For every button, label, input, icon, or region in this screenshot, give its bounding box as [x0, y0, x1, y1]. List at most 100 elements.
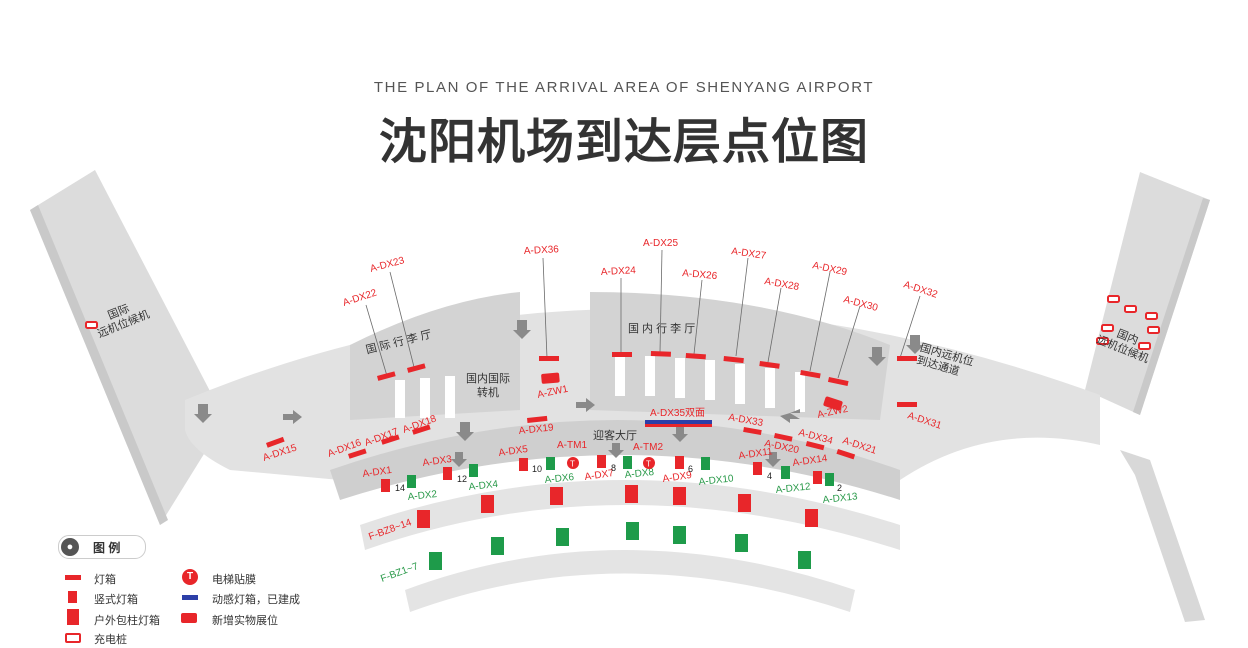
arrow-icon	[765, 452, 781, 467]
vertical-lightbox-green-marker	[407, 475, 416, 488]
arrival-hall-label: 迎客大厅	[593, 430, 637, 442]
lightbox-legend-icon	[65, 575, 81, 580]
vertical-lightbox-green-label: A-DX12	[775, 481, 811, 496]
vertical-lightbox-green-marker	[781, 466, 790, 479]
map-pin-icon: ●	[61, 538, 79, 556]
vertical-lightbox-green-label: A-DX6	[544, 472, 575, 486]
charging-pile-icon	[1138, 342, 1151, 350]
lightbox-marker	[266, 436, 285, 448]
stop-number: 2	[837, 483, 842, 493]
stop-number: 12	[457, 474, 467, 484]
exhibit-marker	[541, 372, 560, 384]
stop-number: 6	[688, 464, 693, 474]
lightbox-label: A-DX19	[518, 422, 554, 437]
lightbox-marker	[412, 424, 431, 435]
vertical-lightbox-label: A-DX3	[422, 454, 453, 469]
lightbox-label: A-DX33	[727, 412, 764, 429]
vertical-lightbox-marker	[519, 458, 528, 471]
lightbox-marker	[773, 433, 793, 442]
legend-header: ● 图 例	[58, 535, 146, 559]
lightbox-label: A-DX22	[342, 287, 379, 308]
lightbox-label: A-DX16	[326, 437, 363, 459]
dynamic-lightbox-label: A-DX35双面	[650, 407, 705, 419]
legend-lightbox: 灯箱	[94, 574, 116, 586]
lightbox-marker	[527, 415, 548, 423]
dynamic-lightbox-legend-icon	[182, 595, 198, 600]
vertical-lightbox-green-label: A-DX13	[822, 491, 858, 506]
vertical-lightbox-legend-icon	[68, 591, 77, 603]
legend-title: 图 例	[93, 541, 121, 555]
dom-remote-stand-building	[1085, 172, 1210, 415]
arrow-icon	[672, 427, 688, 442]
vertical-lightbox-label: A-DX9	[662, 470, 693, 485]
pillar-lightbox-marker	[481, 495, 494, 513]
vertical-lightbox-label: A-DX11	[738, 446, 774, 462]
flow-arrows	[194, 320, 924, 467]
dynamic-lightbox-marker	[645, 424, 712, 427]
charging-pile-icon	[1124, 305, 1137, 313]
arrow-icon	[906, 335, 924, 354]
stop-number: 4	[767, 471, 772, 481]
charging-pile-icon	[1145, 312, 1158, 320]
arrow-icon	[456, 422, 474, 441]
lightbox-label: A-DX28	[763, 276, 800, 293]
elevator-label: A-TM1	[557, 440, 587, 451]
leader-lines	[365, 249, 921, 379]
vertical-lightbox-green-label: A-DX4	[468, 479, 499, 493]
elevator-glyph: T	[646, 460, 651, 469]
elevator-legend-icon: T	[182, 569, 198, 585]
charging-pile-legend-icon	[65, 633, 81, 643]
vertical-lightbox-green-label: A-DX8	[624, 467, 655, 481]
pillar-group-label: F-BZ8~14	[367, 517, 413, 543]
vertical-lightbox-marker	[813, 471, 822, 484]
vertical-lightbox-green-marker	[469, 464, 478, 477]
baggage-hall-intl	[350, 292, 520, 420]
elevator-icon	[643, 457, 655, 469]
lightbox-marker	[539, 356, 559, 361]
lightbox-marker	[612, 352, 632, 357]
dynamic-lightbox-marker	[645, 420, 712, 424]
lightbox-marker	[805, 441, 825, 451]
pillar-lightbox-green-marker	[735, 534, 748, 552]
vertical-lightbox-green-marker	[546, 457, 555, 470]
exhibit-legend-icon	[181, 613, 197, 623]
baggage-hall-dom	[590, 292, 890, 420]
pillar-lightbox-green-marker	[798, 551, 811, 569]
transfer-label: 国内国际 转机	[466, 373, 510, 399]
lightbox-label: A-DX24	[601, 265, 637, 278]
legend-exhibit: 新增实物展位	[212, 615, 278, 627]
lightbox-marker	[897, 402, 917, 407]
lightbox-label: A-DX23	[369, 255, 406, 275]
elevator-label: A-TM2	[633, 442, 663, 453]
charging-pile-icon	[1107, 295, 1120, 303]
lightbox-label: A-DX17	[363, 426, 400, 448]
lightbox-label: A-DX30	[842, 294, 879, 314]
pillar-lightbox-legend-icon	[67, 609, 79, 625]
lightbox-marker	[381, 434, 400, 445]
vertical-lightbox-green-marker	[623, 456, 632, 469]
charging-pile-icon	[1147, 326, 1160, 334]
arrow-icon	[283, 410, 302, 424]
baggage-carousels	[395, 356, 805, 418]
lightbox-marker	[348, 448, 367, 459]
stop-number: 10	[532, 464, 542, 474]
legend-charging: 充电桩	[94, 634, 127, 646]
lightbox-label: A-DX27	[731, 246, 768, 262]
legend-pillar: 户外包柱灯箱	[94, 615, 160, 627]
arrow-icon	[513, 320, 531, 339]
vertical-lightbox-green-label: A-DX10	[698, 473, 734, 488]
vertical-lightbox-green-marker	[825, 473, 834, 486]
lightbox-marker	[759, 361, 780, 369]
lightbox-marker	[827, 377, 849, 387]
lightbox-marker	[743, 426, 762, 436]
exhibit-label: A-ZW1	[536, 384, 569, 401]
vertical-lightbox-marker	[443, 467, 452, 480]
intl-remote-stand-building	[30, 170, 225, 525]
arrow-icon	[451, 452, 467, 467]
lightbox-marker	[407, 363, 426, 373]
pillar-lightbox-marker	[805, 509, 818, 527]
lightbox-label: A-DX31	[906, 410, 943, 431]
pillar-lightbox-marker	[625, 485, 638, 503]
